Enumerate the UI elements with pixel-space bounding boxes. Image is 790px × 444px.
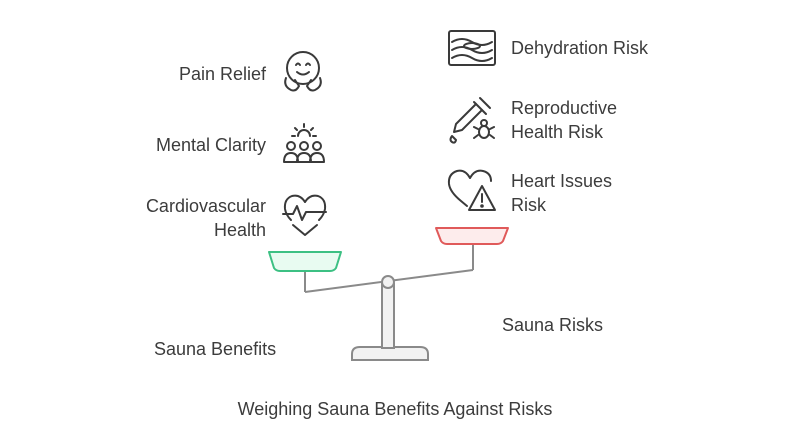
risk-heart-line2: Risk (511, 195, 546, 215)
risks-pan (435, 227, 509, 245)
risk-heart-label: Heart Issues Risk (511, 169, 612, 217)
heart-warning-icon (447, 169, 496, 211)
risk-reproductive-line1: Reproductive (511, 98, 618, 118)
benefits-title: Sauna Benefits (154, 339, 277, 359)
benefit-mental-clarity-label: Mental Clarity (155, 135, 266, 155)
risk-dehydration-label: Dehydration Risk (511, 38, 649, 58)
benefit-cardiovascular-line2: Health (213, 220, 266, 240)
scale-post (381, 283, 395, 349)
dry-skin-icon (448, 30, 496, 66)
risk-heart-line1: Heart Issues (511, 171, 613, 191)
scale-base (351, 346, 429, 361)
group-idea-icon (283, 123, 325, 163)
benefit-cardiovascular-label: Cardiovascular Health (110, 194, 266, 242)
scale-pivot (381, 275, 395, 289)
diagram-caption: Weighing Sauna Benefits Against Risks (237, 399, 553, 419)
hugging-face-icon (284, 51, 322, 92)
risk-reproductive-line2: Health Risk (511, 122, 604, 142)
benefit-pain-relief-label: Pain Relief (178, 64, 266, 84)
heart-rate-icon (282, 194, 327, 236)
pipette-bug-icon (449, 97, 495, 144)
risks-title: Sauna Risks (502, 315, 604, 335)
benefits-pan (268, 251, 342, 272)
benefit-cardiovascular-line1: Cardiovascular (145, 196, 266, 216)
risk-reproductive-label: Reproductive Health Risk (511, 96, 617, 144)
